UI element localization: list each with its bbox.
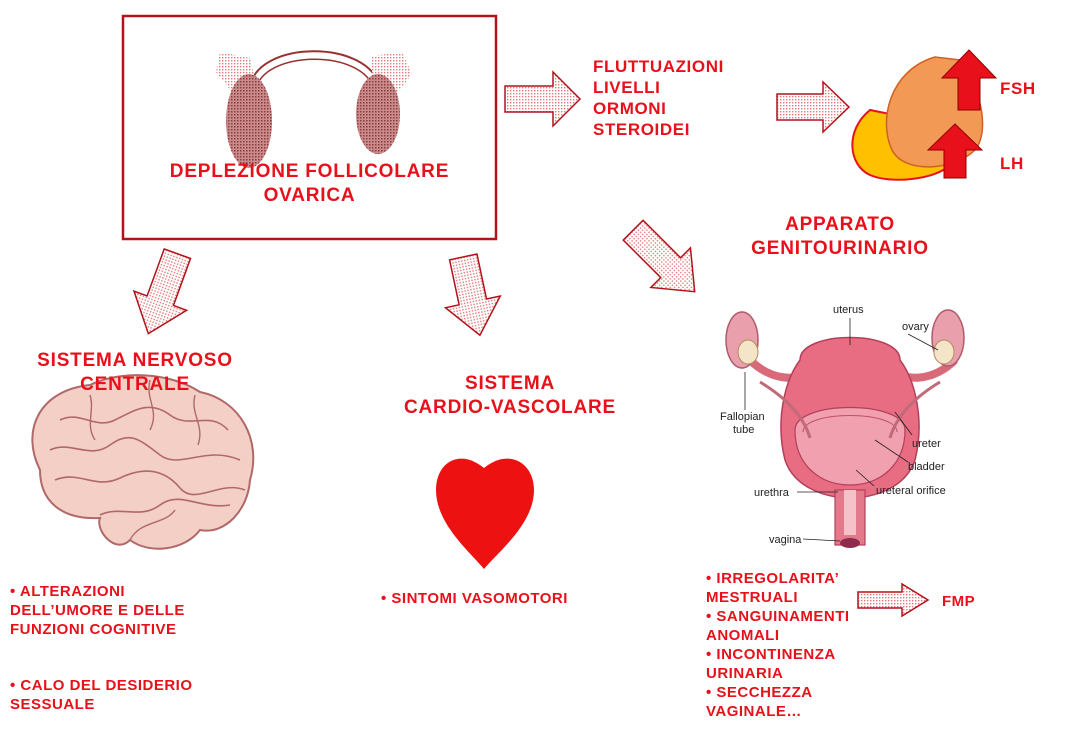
hormones-label: FLUTTUAZIONI LIVELLI ORMONI STEROIDEI (593, 56, 724, 140)
label-fallopian-2: tube (733, 424, 754, 436)
fsh-label: FSH (1000, 78, 1036, 99)
genito-title-line1: APPARATO (690, 213, 990, 237)
depletion-line1: DEPLEZIONE FOLLICOLARE (123, 160, 496, 184)
cv-title-line2: CARDIO-VASCOLARE (360, 396, 660, 420)
snc-item-1: • ALTERAZIONI DELL’UMORE E DELLE FUNZION… (10, 582, 185, 639)
hormones-line4: STEROIDEI (593, 119, 724, 140)
brain-illustration (32, 375, 253, 549)
label-urethra: urethra (754, 487, 790, 499)
snc-item-2-line1: • CALO DEL DESIDERIO (10, 676, 193, 695)
label-ovary: ovary (902, 321, 929, 333)
genito-item-1: • IRREGOLARITA’ MESTRUALI (706, 569, 850, 607)
genito-item-3: • INCONTINENZA URINARIA (706, 645, 850, 683)
label-ureteral-orifice: ureteral orifice (876, 485, 946, 497)
heart-icon (436, 459, 534, 569)
hormones-line2: LIVELLI (593, 77, 724, 98)
arrow-to-cv (436, 251, 507, 341)
snc-item-1-line1: • ALTERAZIONI (10, 582, 185, 601)
genito-item-1-line2: MESTRUALI (706, 588, 850, 607)
hormones-line1: FLUTTUAZIONI (593, 56, 724, 77)
genito-item-3-line2: URINARIA (706, 664, 850, 683)
genito-item-4: • SECCHEZZA VAGINALE… (706, 683, 850, 721)
label-ureter: ureter (912, 438, 941, 450)
genito-title-line2: GENITOURINARIO (690, 237, 990, 261)
genito-item-2-line1: • SANGUINAMENTI (706, 607, 850, 626)
label-bladder: bladder (908, 461, 945, 473)
cv-title: SISTEMA CARDIO-VASCOLARE (360, 372, 660, 420)
snc-item-2: • CALO DEL DESIDERIO SESSUALE (10, 676, 193, 714)
snc-item-1-line2: DELL’UMORE E DELLE (10, 601, 185, 620)
genito-item-4-line1: • SECCHEZZA (706, 683, 850, 702)
snc-title: SISTEMA NERVOSO CENTRALE (0, 349, 270, 397)
uterus-illustration: uterus ovary Fallopian tube ureter bladd… (716, 300, 976, 562)
pituitary-illustration (852, 50, 996, 180)
genito-item-3-line1: • INCONTINENZA (706, 645, 850, 664)
snc-item-1-line3: FUNZIONI COGNITIVE (10, 620, 185, 639)
lh-label: LH (1000, 153, 1024, 174)
snc-title-line1: SISTEMA NERVOSO (0, 349, 270, 373)
cv-item-1: • SINTOMI VASOMOTORI (381, 589, 568, 608)
label-uterus: uterus (833, 304, 864, 316)
arrow-hormones-to-pituitary (777, 82, 849, 132)
depletion-line2: OVARICA (123, 184, 496, 208)
arrow-to-fmp (858, 584, 928, 616)
genito-item-2: • SANGUINAMENTI ANOMALI (706, 607, 850, 645)
snc-item-2-line2: SESSUALE (10, 695, 193, 714)
genito-item-2-line2: ANOMALI (706, 626, 850, 645)
label-vagina: vagina (769, 534, 802, 546)
label-fallopian-1: Fallopian (720, 411, 765, 423)
arrow-to-snc (122, 244, 204, 343)
genito-item-1-line1: • IRREGOLARITA’ (706, 569, 850, 588)
depletion-label: DEPLEZIONE FOLLICOLARE OVARICA (123, 160, 496, 208)
hormones-line3: ORMONI (593, 98, 724, 119)
genito-title: APPARATO GENITOURINARIO (690, 213, 990, 261)
genito-items: • IRREGOLARITA’ MESTRUALI • SANGUINAMENT… (706, 569, 850, 721)
arrow-box-to-hormones (505, 72, 580, 126)
cv-title-line1: SISTEMA (360, 372, 660, 396)
snc-title-line2: CENTRALE (0, 373, 270, 397)
fmp-label: FMP (942, 592, 975, 611)
genito-item-4-line2: VAGINALE… (706, 702, 850, 721)
